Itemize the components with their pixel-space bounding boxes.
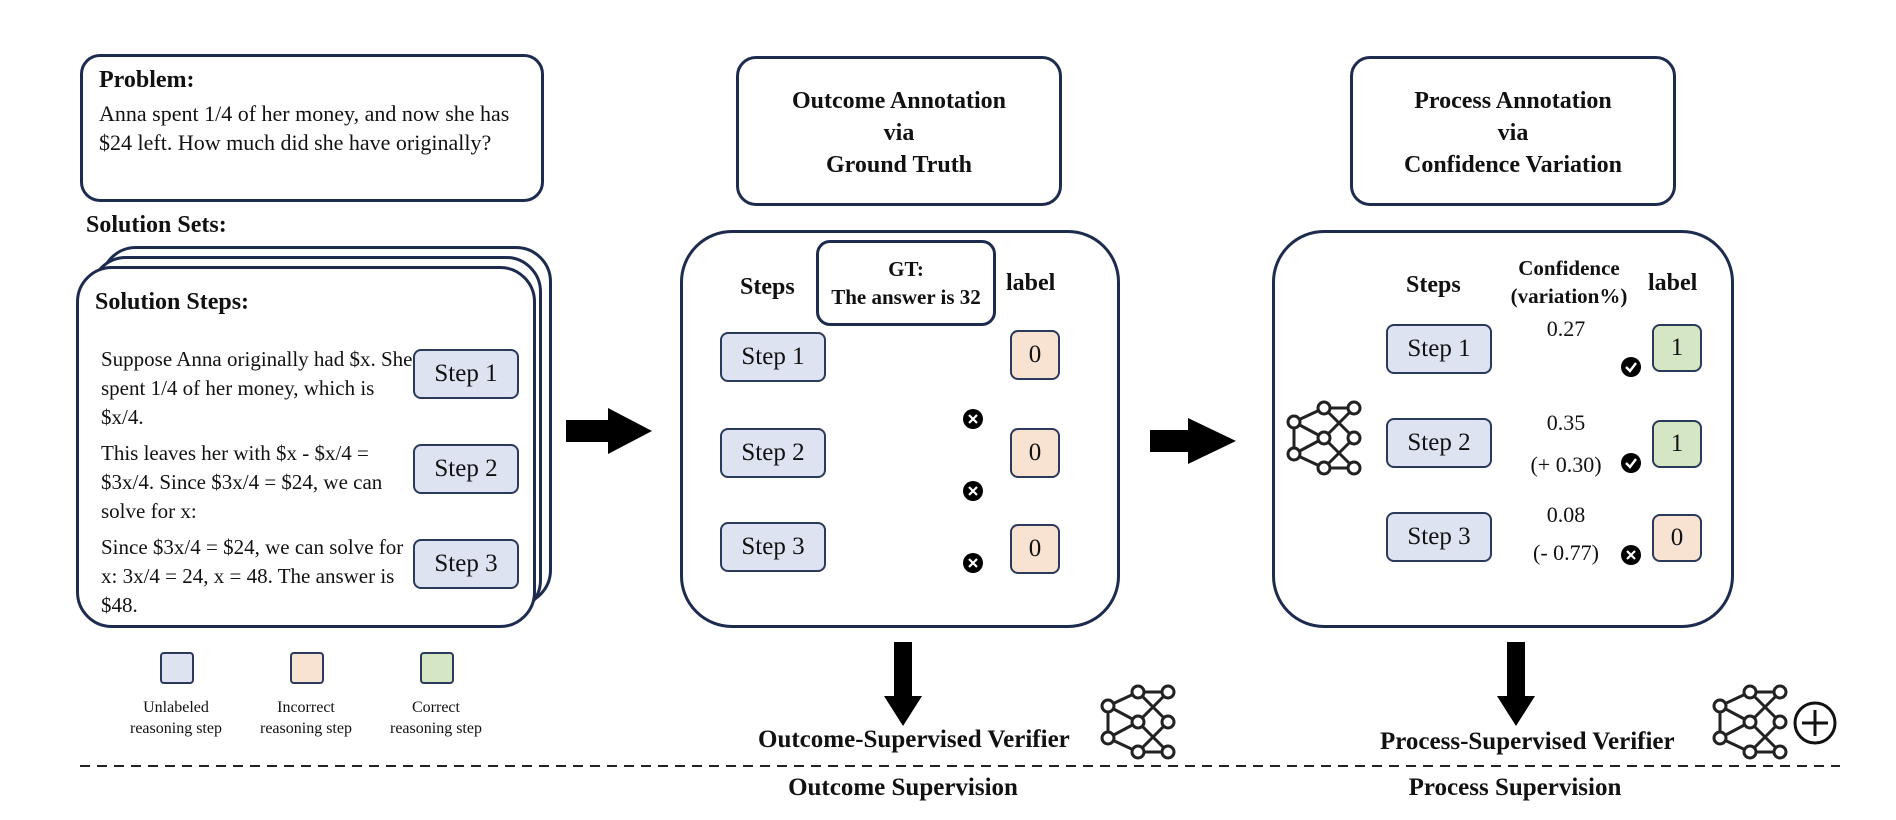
process-label-header: label <box>1648 270 1698 296</box>
solution-sets-label: Solution Sets: <box>86 212 227 238</box>
outcome-step-2: Step 2 <box>720 428 826 478</box>
legend-label-correct: Correct reasoning step <box>390 699 482 737</box>
legend-label-unlabeled: Unlabeled reasoning step <box>130 699 222 737</box>
step-chip-1: Step 1 <box>413 349 519 399</box>
right-arrow-1 <box>566 408 652 454</box>
legend-label-incorrect: Incorrect reasoning step <box>260 699 352 737</box>
outcome-verifier-label: Outcome-Supervised Verifier <box>758 726 1070 753</box>
solution-step-text-1: Suppose Anna originally had $x. She spen… <box>101 347 413 429</box>
check-circle-icon <box>1621 357 1641 377</box>
step-chip-3: Step 3 <box>413 539 519 589</box>
x-circle-icon <box>963 409 983 429</box>
legend-swatch-incorrect <box>290 652 324 684</box>
process-step-3: Step 3 <box>1386 512 1492 562</box>
problem-text: Anna spent 1/4 of her money, and now she… <box>99 101 510 155</box>
process-variation-3: (- 0.77) <box>1533 540 1599 565</box>
outcome-step-3: Step 3 <box>720 522 826 572</box>
outcome-label-3: 0 <box>1010 524 1060 574</box>
solution-steps-title: Solution Steps: <box>95 289 250 315</box>
plus-circle-icon <box>1793 701 1837 745</box>
outcome-step-1: Step 1 <box>720 332 826 382</box>
neural-network-icon <box>1286 400 1362 476</box>
process-title-line-2: via <box>1497 120 1529 146</box>
outcome-label-header: label <box>1006 270 1056 296</box>
x-circle-icon <box>1621 545 1641 565</box>
process-title-line-1: Process Annotation <box>1414 88 1612 114</box>
solution-step-text-2: This leaves her with $x - $x/4 = $3x/4. … <box>101 441 383 523</box>
process-supervision-label: Process Supervision <box>1408 774 1622 801</box>
legend-swatch-unlabeled <box>160 652 194 684</box>
legend-swatch-correct <box>420 652 454 684</box>
process-title-box: Process Annotation via Confidence Variat… <box>1350 56 1676 206</box>
outcome-supervision-label: Outcome Supervision <box>788 774 1018 801</box>
gt-line-2: The answer is 32 <box>831 285 981 309</box>
process-label-3: 0 <box>1652 514 1702 562</box>
confidence-header-line-2: (variation%) <box>1510 284 1628 308</box>
process-steps-header: Steps <box>1406 272 1461 298</box>
gt-box: GT: The answer is 32 <box>816 240 996 326</box>
neural-network-icon <box>1100 684 1176 760</box>
process-label-1: 1 <box>1652 324 1702 372</box>
confidence-header-line-1: Confidence <box>1518 256 1620 280</box>
process-confidence-3: 0.08 <box>1546 502 1586 527</box>
gt-line-1: GT: <box>888 257 924 281</box>
x-circle-icon <box>963 553 983 573</box>
step-chip-2: Step 2 <box>413 444 519 494</box>
process-confidence-2: 0.35 <box>1546 410 1586 435</box>
outcome-title-line-1: Outcome Annotation <box>791 88 1006 114</box>
neural-network-icon <box>1712 684 1788 760</box>
x-circle-icon <box>963 481 983 501</box>
check-circle-icon <box>1621 453 1641 473</box>
process-label-2: 1 <box>1652 420 1702 468</box>
outcome-label-1: 0 <box>1010 330 1060 380</box>
process-confidence-header: Confidence (variation%) <box>1494 254 1644 310</box>
outcome-title-line-3: Ground Truth <box>825 152 973 178</box>
problem-box: Problem: Anna spent 1/4 of her money, an… <box>80 54 544 202</box>
right-arrow-2 <box>1150 418 1236 464</box>
outcome-title-line-2: via <box>883 120 915 146</box>
process-verifier-label: Process-Supervised Verifier <box>1380 728 1675 755</box>
problem-title: Problem: <box>99 67 195 93</box>
outcome-title-box: Outcome Annotation via Ground Truth <box>736 56 1062 206</box>
solution-step-text-3: Since $3x/4 = $24, we can solve for x: 3… <box>101 535 404 617</box>
process-step-1: Step 1 <box>1386 324 1492 374</box>
process-step-2: Step 2 <box>1386 418 1492 468</box>
process-title-line-3: Confidence Variation <box>1403 152 1622 178</box>
solution-card: Solution Steps: Suppose Anna originally … <box>76 266 536 628</box>
outcome-steps-header: Steps <box>740 274 795 300</box>
outcome-label-2: 0 <box>1010 428 1060 478</box>
down-arrow-2 <box>1497 642 1535 726</box>
process-confidence-1: 0.27 <box>1546 316 1586 341</box>
process-variation-2: (+ 0.30) <box>1530 452 1602 477</box>
down-arrow-1 <box>884 642 922 726</box>
